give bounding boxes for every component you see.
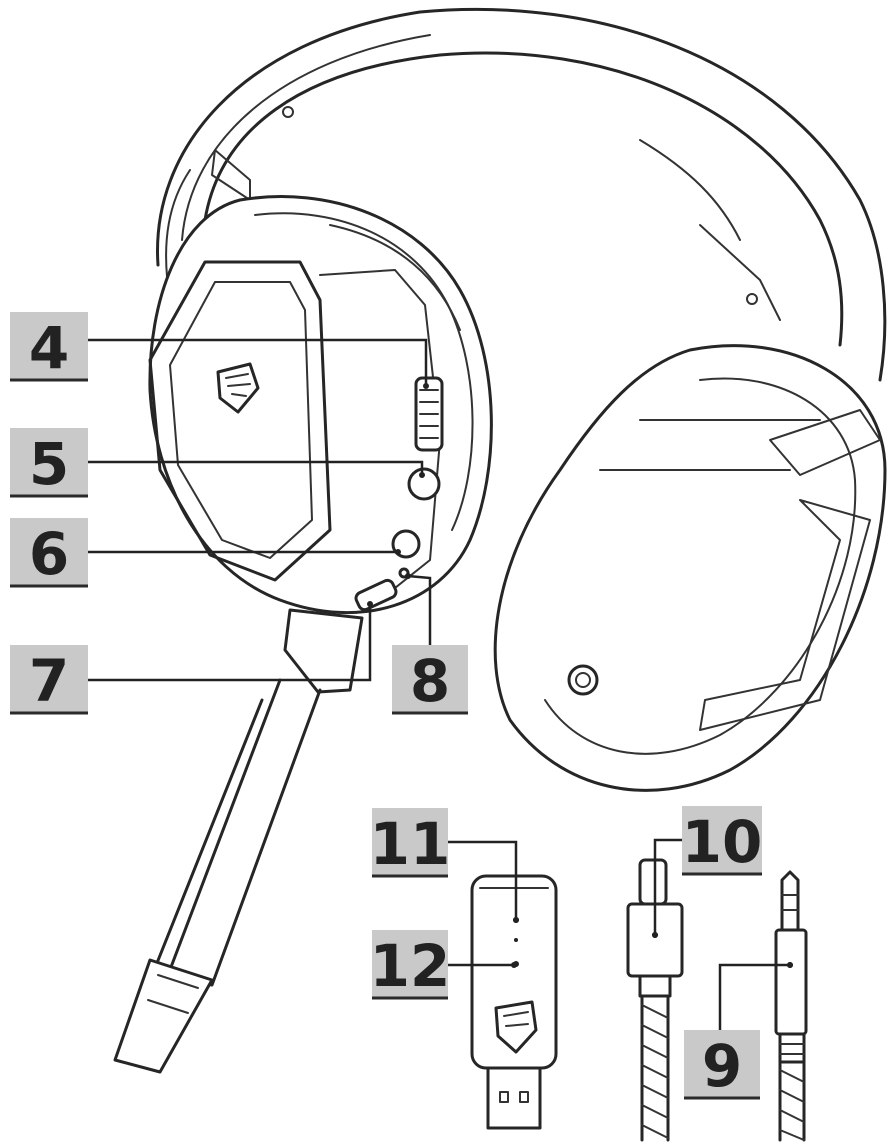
- callout-10: 10: [682, 806, 763, 876]
- left-earcup: [148, 195, 493, 614]
- callout-5: 5: [10, 428, 88, 498]
- callout-4: 4: [10, 312, 88, 382]
- right-earcup: [493, 344, 887, 792]
- callout-9: 9: [684, 1030, 760, 1100]
- audio-jack-cable: [774, 870, 808, 1142]
- dongle-msi-logo-icon: [494, 1000, 538, 1054]
- button-5: [407, 467, 441, 501]
- callout-6-label: 6: [29, 520, 69, 588]
- callout-12-label: 12: [370, 932, 451, 1000]
- callout-9-label: 9: [702, 1032, 742, 1100]
- callout-7-label: 7: [29, 647, 69, 715]
- callout-4-label: 4: [29, 314, 69, 382]
- callout-8-label: 8: [410, 647, 450, 715]
- volume-wheel: [414, 376, 444, 452]
- callout-11-label: 11: [370, 810, 451, 878]
- msi-dragon-shield-icon: [216, 362, 260, 414]
- callout-6: 6: [10, 518, 88, 588]
- callout-10-label: 10: [682, 808, 763, 876]
- leader-lines: [88, 338, 793, 1030]
- port-7: [354, 578, 398, 612]
- boom-mic: [113, 608, 364, 1074]
- usb-dongle: [470, 874, 558, 1130]
- callout-5-label: 5: [29, 430, 69, 498]
- callout-12: 12: [370, 930, 451, 1000]
- headband: [156, 7, 887, 382]
- callout-8: 8: [392, 645, 468, 715]
- callout-11: 11: [370, 808, 451, 878]
- callout-7: 7: [10, 645, 88, 715]
